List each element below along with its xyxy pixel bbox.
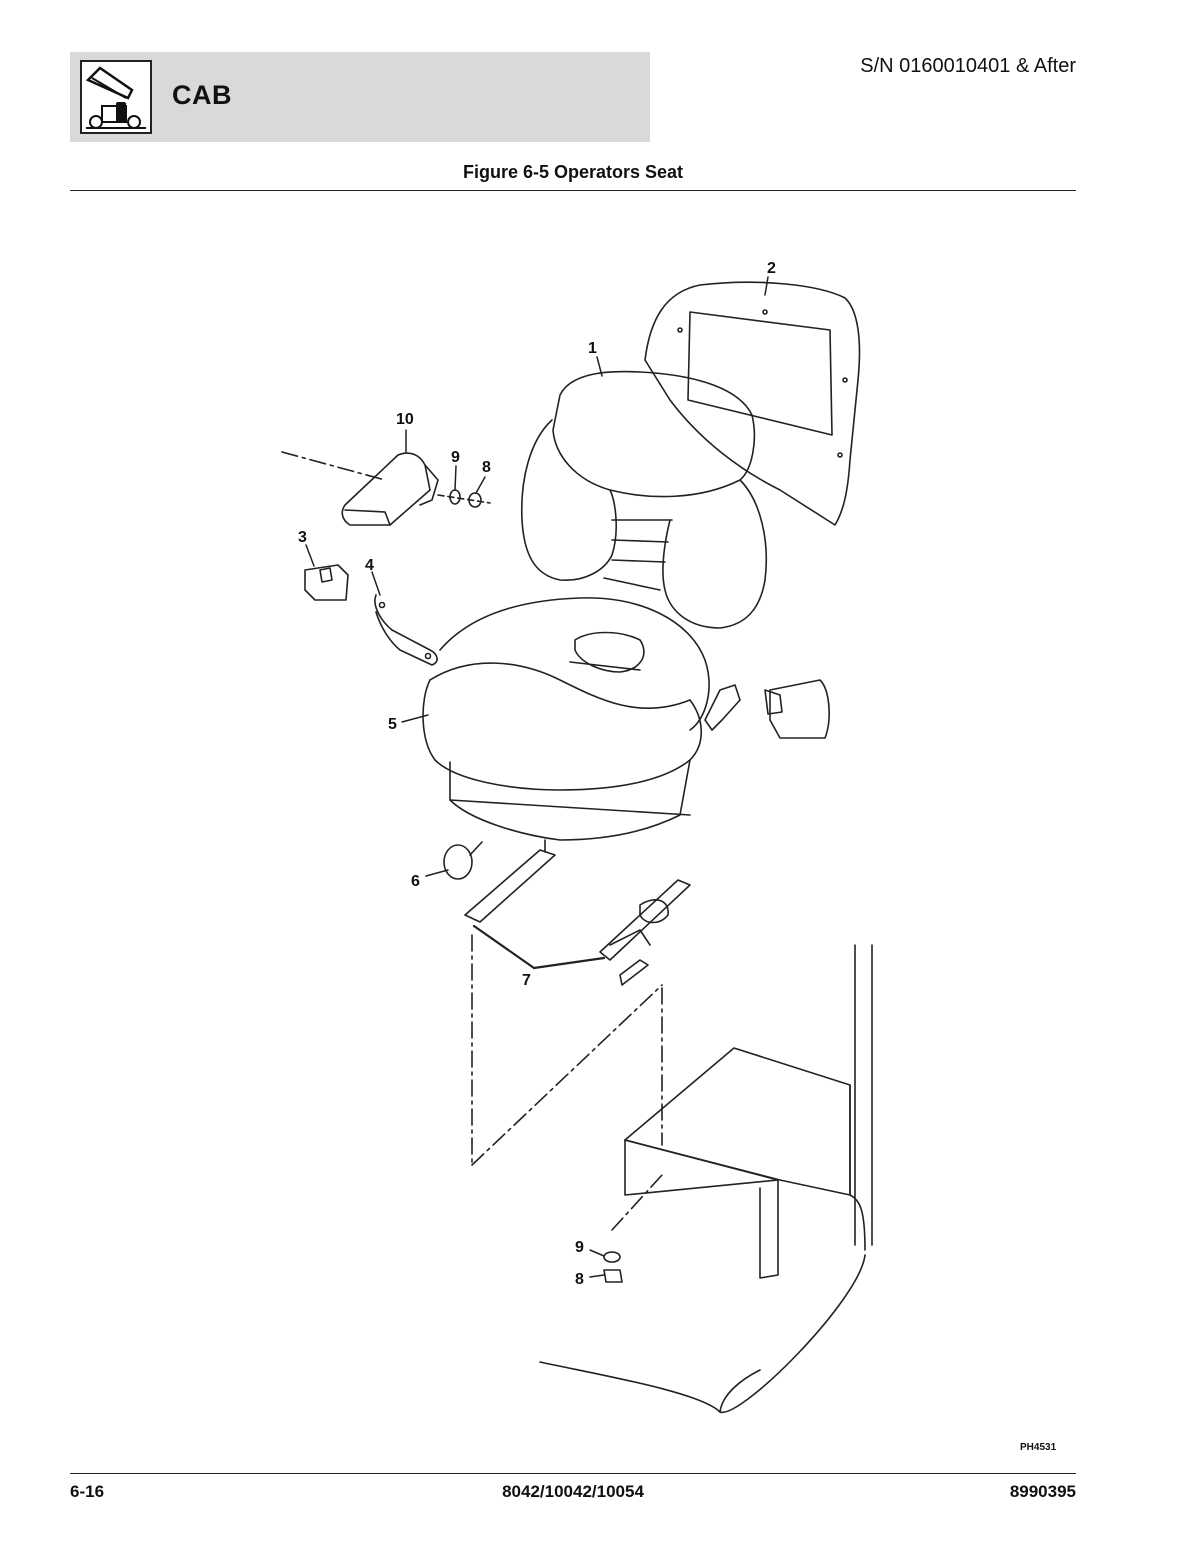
leader-lines <box>305 276 769 1278</box>
callout-10: 10 <box>396 411 414 428</box>
callout-3: 3 <box>298 529 307 546</box>
callout-8-lower: 8 <box>575 1271 584 1288</box>
callout-1: 1 <box>588 340 597 357</box>
callout-9: 9 <box>451 449 460 466</box>
serial-number-range: S/N 0160010401 & After <box>860 55 1076 77</box>
seat-back-cushion <box>520 370 768 629</box>
figure-title: Figure 6-5 Operators Seat <box>462 162 684 182</box>
callout-2: 2 <box>767 260 776 277</box>
callout-8: 8 <box>482 459 491 476</box>
model-numbers: 8042/10042/10054 <box>502 1482 644 1501</box>
callout-5: 5 <box>388 716 397 733</box>
page-number: 6-16 <box>70 1482 105 1501</box>
top-divider <box>70 190 1076 191</box>
seat-bottom-cushion <box>422 597 710 841</box>
telehandler-icon <box>80 60 152 134</box>
section-title: CAB <box>172 80 232 110</box>
washer-and-nut-lower <box>603 1251 623 1283</box>
header-band <box>70 52 650 142</box>
seat-bracket <box>374 594 438 666</box>
armrest <box>281 451 439 526</box>
alignment-lines <box>471 934 663 1231</box>
seat-base-frame <box>539 944 873 1413</box>
manual-part-number: 8990395 <box>1009 1482 1076 1501</box>
slide-rails <box>464 839 691 986</box>
seat-belt-buckle <box>704 679 830 739</box>
bottom-divider <box>70 1473 1076 1474</box>
latch-cover <box>304 564 349 601</box>
callout-9-lower: 9 <box>575 1239 584 1256</box>
callout-4: 4 <box>365 557 374 574</box>
callout-labels: 1 2 3 4 5 6 7 8 9 10 9 8 <box>298 260 776 1288</box>
callout-6: 6 <box>411 873 420 890</box>
adjustment-knob <box>443 841 483 880</box>
back-cover-panel <box>644 281 861 526</box>
figure-reference-code: PH4531 <box>1020 1442 1057 1453</box>
callout-7: 7 <box>522 972 531 989</box>
washer-and-nut-upper <box>437 489 491 508</box>
